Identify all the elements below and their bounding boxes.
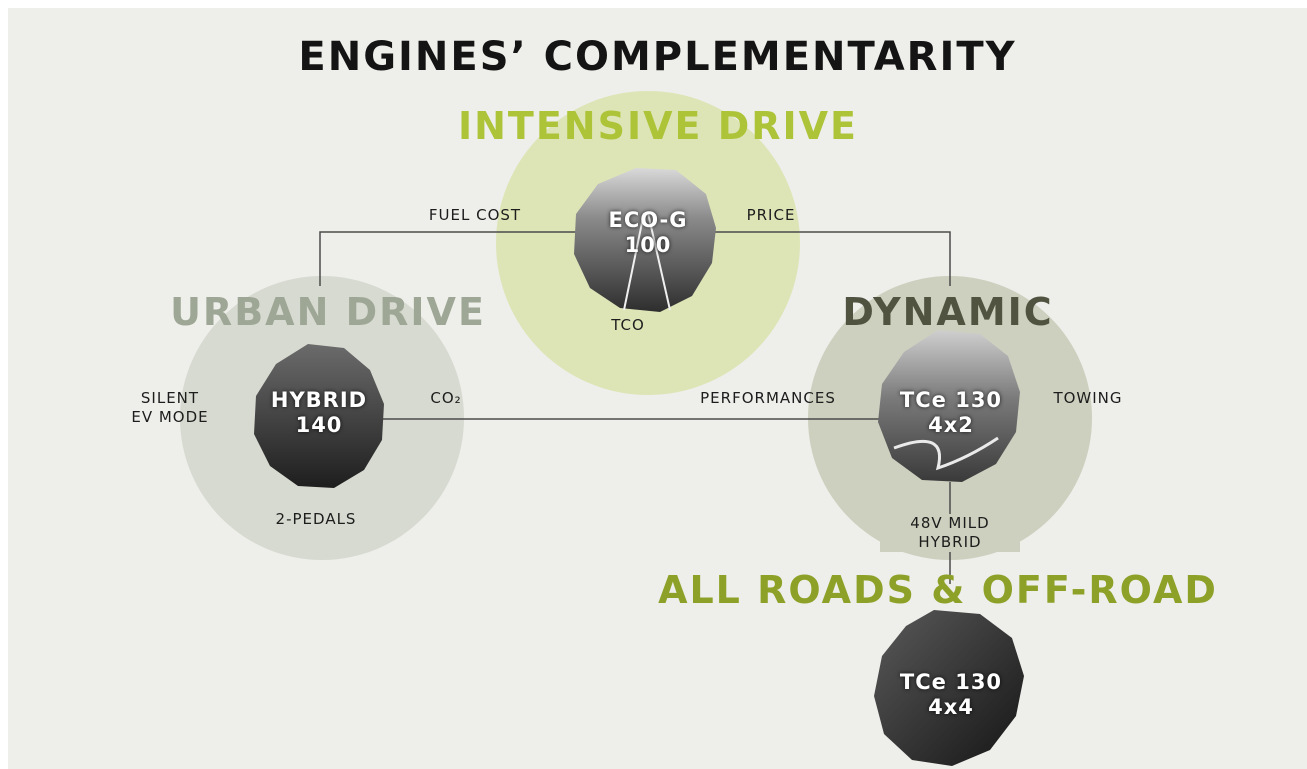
- label-price: PRICE: [746, 206, 796, 224]
- engine-tce130-4x4-line2: 4x4: [928, 695, 974, 719]
- eco-g-photo: [574, 168, 716, 312]
- engine-hybrid-line1: HYBRID: [270, 388, 368, 412]
- label-fuel-cost: FUEL COST: [428, 206, 522, 224]
- engine-tce130-4x4-line1: TCe 130: [899, 670, 1003, 694]
- label-48v-mild-hybrid: 48V MILD HYBRID: [880, 514, 1020, 552]
- tce130-4x4-photo: [874, 610, 1024, 766]
- label-performances: PERFORMANCES: [700, 389, 836, 407]
- engine-eco-g-100: ECO-G 100: [563, 208, 733, 258]
- category-all-roads-off-road: ALL ROADS & OFF-ROAD: [658, 568, 1218, 612]
- hybrid-photo: [254, 344, 384, 488]
- engine-tce130-4x2-line1: TCe 130: [899, 388, 1003, 412]
- label-tco: TCO: [611, 316, 645, 334]
- label-mild-line2: HYBRID: [918, 533, 982, 551]
- category-dynamic: DYNAMIC: [842, 290, 1054, 334]
- engine-tce130-4x2: TCe 130 4x2: [861, 388, 1041, 438]
- category-urban-drive: URBAN DRIVE: [170, 290, 486, 334]
- diagram-graphics: [180, 91, 1092, 766]
- category-intensive-drive: INTENSIVE DRIVE: [457, 104, 859, 148]
- label-silent-ev-mode: SILENT EV MODE: [100, 389, 240, 427]
- label-co2: CO₂: [430, 389, 462, 407]
- page-title: ENGINES’ COMPLEMENTARITY: [298, 34, 1017, 80]
- tce130-4x2-photo: [878, 330, 1020, 482]
- label-mild-line1: 48V MILD: [910, 514, 990, 532]
- engine-eco-g-line1: ECO-G: [608, 208, 688, 232]
- label-towing: TOWING: [1053, 389, 1123, 407]
- label-2-pedals: 2-PEDALS: [275, 510, 357, 528]
- engine-eco-g-line2: 100: [624, 233, 672, 257]
- label-silent-line2: EV MODE: [131, 408, 209, 426]
- label-silent-line1: SILENT: [140, 389, 200, 407]
- engine-tce130-4x4: TCe 130 4x4: [861, 670, 1041, 720]
- diagram-canvas: ENGINES’ COMPLEMENTARITY INTENSIVE DRIVE…: [8, 8, 1307, 769]
- engine-hybrid-140: HYBRID 140: [234, 388, 404, 438]
- engine-tce130-4x2-line2: 4x2: [928, 413, 974, 437]
- engine-hybrid-line2: 140: [295, 413, 343, 437]
